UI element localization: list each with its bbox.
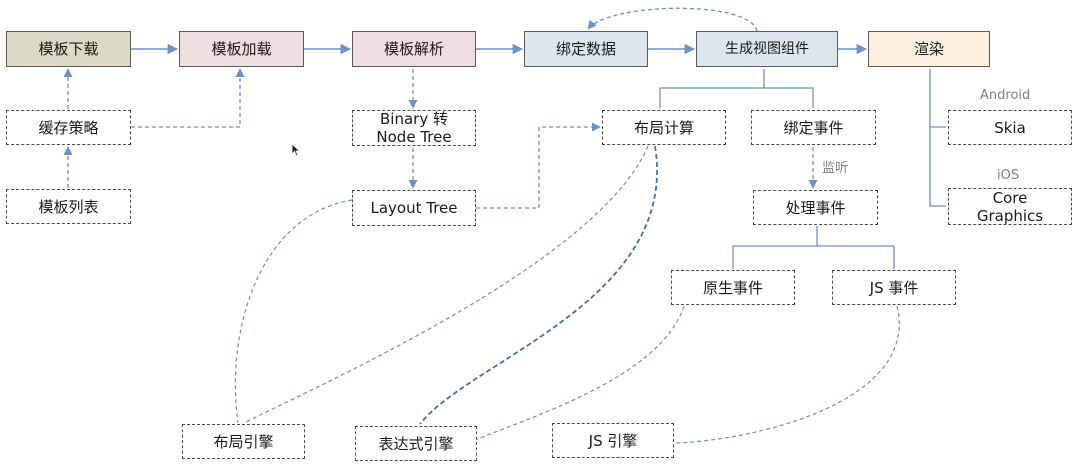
node-label: JS 事件 [869,278,919,297]
curve-js-event-to-js-engine [674,305,900,444]
node-label-line1: Binary 转 [380,110,448,128]
connector-render-to-skia [929,69,946,128]
node-layout-calc: 布局计算 [602,110,726,145]
node-label: JS 引擎 [588,431,638,450]
node-label: Skia [994,118,1026,137]
node-template-load: 模板加载 [179,31,304,67]
connector-handle-split [732,226,818,269]
node-label-line1: Core [992,188,1028,207]
node-label: 生成视图组件 [725,41,809,57]
node-js-engine: JS 引擎 [552,423,674,458]
node-label: 表达式引擎 [378,434,454,453]
arrow-generate-to-bind-loop [587,7,758,32]
node-label: 绑定事件 [783,118,844,137]
android-label: Android [980,88,1031,103]
node-generate-view-components: 生成视图组件 [696,31,838,67]
mouse-pointer-icon [291,143,301,157]
node-label: 模板列表 [38,197,99,216]
node-label: 缓存策略 [38,118,99,137]
node-skia: Skia [948,110,1072,145]
curve-layout-calc-to-layout-engine [243,145,649,424]
node-label: 布局计算 [633,118,694,137]
node-layout-engine: 布局引擎 [182,424,305,459]
arrow-cache-to-load [131,68,245,128]
node-label: 模板加载 [211,40,272,58]
node-js-event: JS 事件 [832,270,956,305]
node-bind-event: 绑定事件 [751,110,876,145]
node-native-event: 原生事件 [671,270,795,305]
listen-label: 监听 [822,161,849,176]
node-bind-data: 绑定数据 [524,31,648,67]
node-core-graphics: Core Graphics [948,188,1072,225]
node-label-line2: Graphics [976,206,1044,225]
node-cache-strategy: 缓存策略 [6,110,131,145]
arrow-layout-tree-to-layout-calc [476,122,601,209]
connector-handle-split-right [817,245,895,269]
node-label: 模板下载 [38,40,99,58]
node-label: 原生事件 [702,278,763,297]
connector-render-to-core-graphics [929,127,946,207]
curve-layout-tree-to-layout-engine [234,199,353,424]
node-template-download: 模板下载 [6,31,131,67]
node-handle-event: 处理事件 [753,190,878,225]
node-layout-tree: Layout Tree [352,190,476,226]
node-label: 布局引擎 [213,432,274,451]
node-label: 模板解析 [383,40,444,58]
node-label: 处理事件 [785,198,846,217]
node-label: 绑定数据 [555,40,616,58]
curve-layout-calc-to-expression-engine [419,145,658,425]
node-label: Layout Tree [370,199,458,217]
node-label: 渲染 [913,40,944,58]
node-label-line2: Node Tree [376,128,452,146]
node-render: 渲染 [868,31,990,67]
connector-generate-split-right [764,87,814,108]
node-binary-to-node-tree: Binary 转 Node Tree [352,110,476,146]
ios-label: iOS [997,168,1020,183]
connector-generate-split [659,69,765,108]
curve-native-event-to-expression-engine [475,305,685,441]
node-template-list: 模板列表 [6,189,131,224]
node-expression-engine: 表达式引擎 [355,426,477,461]
node-template-parse: 模板解析 [352,31,476,67]
